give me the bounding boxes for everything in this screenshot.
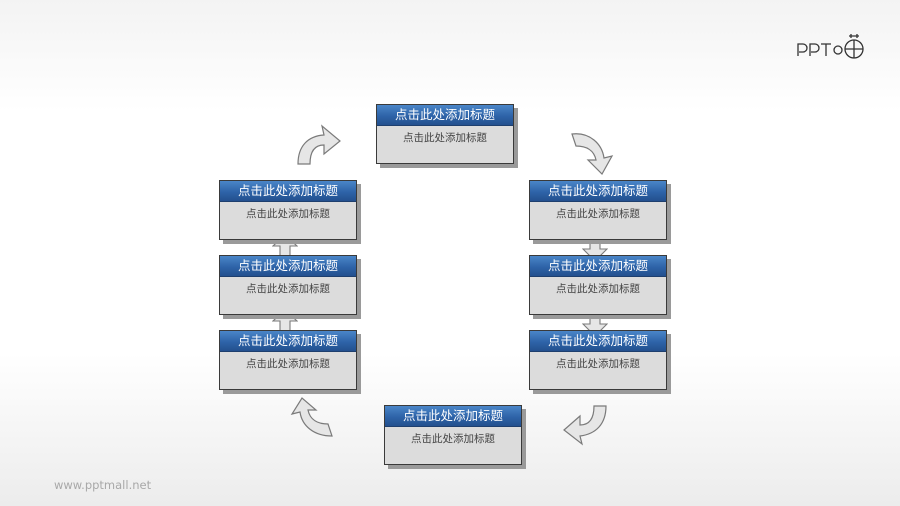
step-box-right-1[interactable]: 点击此处添加标题 点击此处添加标题: [529, 180, 667, 240]
step-box-right-3[interactable]: 点击此处添加标题 点击此处添加标题: [529, 330, 667, 390]
step-subtitle: 点击此处添加标题: [403, 132, 487, 144]
step-subtitle: 点击此处添加标题: [246, 358, 330, 370]
step-box-left-3[interactable]: 点击此处添加标题 点击此处添加标题: [219, 330, 357, 390]
step-title: 点击此处添加标题: [530, 181, 666, 202]
step-box-left-2[interactable]: 点击此处添加标题 点击此处添加标题: [219, 255, 357, 315]
footer-url: www.pptmall.net: [54, 478, 152, 492]
step-title: 点击此处添加标题: [377, 105, 513, 126]
step-box-bottom[interactable]: 点击此处添加标题 点击此处添加标题: [384, 405, 522, 465]
ppt-logo: [796, 30, 870, 68]
step-title: 点击此处添加标题: [530, 331, 666, 352]
step-title: 点击此处添加标题: [220, 331, 356, 352]
step-subtitle: 点击此处添加标题: [556, 358, 640, 370]
step-subtitle: 点击此处添加标题: [246, 208, 330, 220]
step-subtitle: 点击此处添加标题: [556, 208, 640, 220]
curved-arrow-bottom-right-icon: [563, 405, 607, 446]
curved-arrow-top-left-icon: [297, 124, 341, 165]
step-subtitle: 点击此处添加标题: [246, 283, 330, 295]
curved-arrow-top-right-icon: [571, 133, 614, 175]
step-box-right-2[interactable]: 点击此处添加标题 点击此处添加标题: [529, 255, 667, 315]
step-title: 点击此处添加标题: [220, 256, 356, 277]
step-subtitle: 点击此处添加标题: [556, 283, 640, 295]
curved-arrow-bottom-left-icon: [290, 397, 333, 437]
step-box-left-1[interactable]: 点击此处添加标题 点击此处添加标题: [219, 180, 357, 240]
step-title: 点击此处添加标题: [220, 181, 356, 202]
step-title: 点击此处添加标题: [385, 406, 521, 427]
step-title: 点击此处添加标题: [530, 256, 666, 277]
step-box-top[interactable]: 点击此处添加标题 点击此处添加标题: [376, 104, 514, 164]
step-subtitle: 点击此处添加标题: [411, 433, 495, 445]
